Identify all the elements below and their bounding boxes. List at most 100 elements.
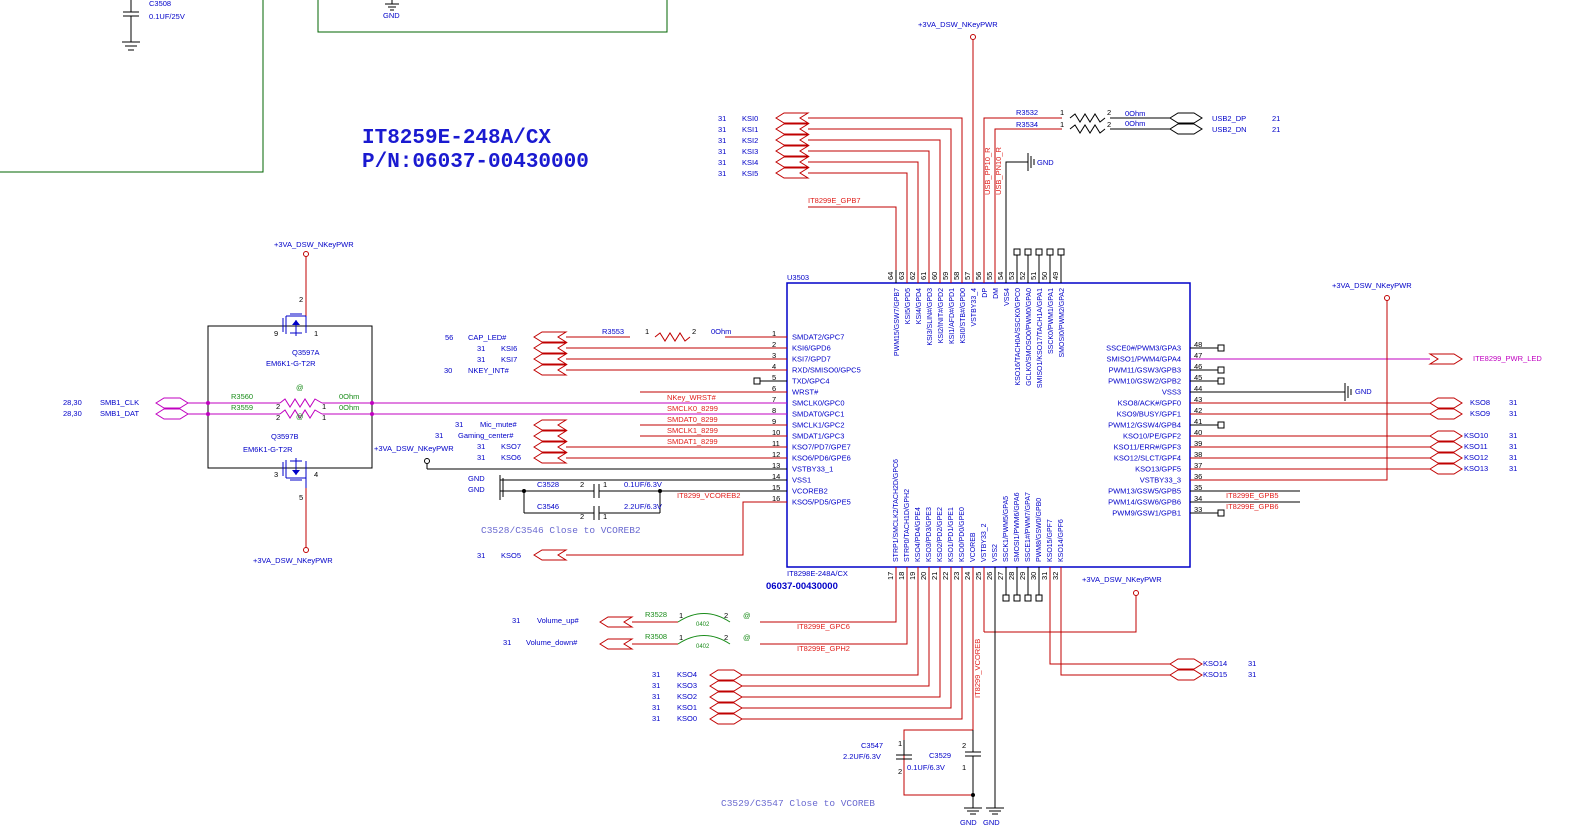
cap-led-label: CAP_LED# [468,333,507,342]
pin-40-number: 40 [1194,428,1202,437]
kso14-connector [1169,658,1203,670]
pin-39-number: 39 [1194,439,1202,448]
qa-pin-top: 2 [299,295,303,304]
pin-63-number: 63 [897,272,906,280]
vcoreb-vcc-label: +3VA_DSW_NKeyPWR [374,444,454,453]
chip-ref: U3503 [787,273,809,282]
pin-54-number: 54 [996,272,1005,280]
pin-42-number: 42 [1194,406,1202,415]
c3547-p2: 2 [898,767,902,776]
pin-35-number: 35 [1194,483,1202,492]
kso10-label: KSO10 [1464,431,1488,440]
c3508-value: 0.1UF/25V [149,12,185,21]
pin-41-name: PWM12/GSW4/GPB4 [1108,421,1181,430]
kso13-sheet: 31 [1509,464,1517,473]
r3528-p1: 1 [679,611,683,620]
pin-15-name: VCOREB2 [792,487,828,496]
qa-ref: Q3597A [292,348,320,357]
pin-26-number: 26 [985,572,994,580]
pin-47-number: 47 [1194,351,1202,360]
kso11-connector [1429,441,1463,453]
usb-dn-connector [1169,123,1203,135]
ksi0-label: KSI0 [742,114,758,123]
r3553-p2: 2 [692,327,696,336]
kso7-label: KSO7 [501,442,521,451]
ksi4-connector [775,156,810,168]
qa-part: EM6K1-G-T2R [266,359,316,368]
c3546-p1: 1 [603,512,607,521]
pin-39-name: KSO11/ERR#/GPF3 [1114,443,1181,452]
pin-36-number: 36 [1194,472,1202,481]
pin-55-number: 55 [985,272,994,280]
vol-up-sheet: 31 [512,616,520,625]
smb1-clk-label: SMB1_CLK [100,398,139,407]
pin-25-number: 25 [974,572,983,580]
kso9-sheet: 31 [1509,409,1517,418]
kso4-sheet: 31 [652,670,660,679]
r3560-ref: R3560 [231,392,253,401]
qb-pin-bot: 5 [299,493,303,502]
pin-33-name: PWM9/GSW1/GPB1 [1112,509,1181,518]
pin-16-number: 16 [772,494,780,503]
ksi2-connector [775,134,810,146]
pin-56-number: 56 [974,272,983,280]
chip-right-pins: 48SSCE0#/PWM3/GPA347SMISO1/PWM4/GPA446PW… [1106,340,1202,518]
pin-2-name: KSI6/GPD6 [792,344,831,353]
c3529-p1: 1 [962,763,966,772]
qa-vcc: +3VA_DSW_NKeyPWR [274,240,354,249]
kso5-label: KSO5 [501,551,521,560]
r3534-p2: 2 [1107,120,1111,129]
pin-51-name: SMISO1/KSO17/TACH1A/GPA1 [1037,288,1044,388]
pin-49-number: 49 [1051,272,1060,280]
usb-dn-label: USB2_DN [1212,125,1247,134]
pin-48-number: 48 [1194,340,1202,349]
r3534-ref: R3534 [1016,120,1038,129]
ksi6-sheet: 31 [477,344,485,353]
r3553-p1: 1 [645,327,649,336]
qa-pin-right: 1 [314,329,318,338]
gaming-center-label: Gaming_center# [458,431,514,440]
c3528-p2: 2 [580,480,584,489]
pin-5-name: TXD/GPC4 [792,377,830,386]
ksi1-sheet: 31 [718,125,726,134]
kso15-label: KSO15 [1203,670,1227,679]
pin-9-name: SMCLK1/GPC2 [792,421,845,430]
ksi3-label: KSI3 [742,147,758,156]
pin-14-number: 14 [772,472,780,481]
cap-led-sheet: 56 [445,333,453,342]
pin-32-name: KSO14/GPF6 [1058,519,1065,562]
pin-52-name: GCLK0/SMOSO0/PWM0/GPA0 [1026,288,1033,386]
pin-2-number: 2 [772,340,776,349]
kso1-label: KSO1 [677,703,697,712]
r3534-value: 0Ohm [1125,119,1145,128]
usb-pp10-net: USB_PP10_R [983,147,992,195]
gph2-net: IT8299E_GPH2 [797,644,850,653]
pin-40-name: KSO10/PE/GPF2 [1123,432,1181,441]
c3529-ref: C3529 [929,751,951,760]
pin-8-name: SMDAT0/GPC1 [792,410,844,419]
r3553-value: 0Ohm [711,327,731,336]
pin-25-name: VSTBY33_2 [981,523,988,562]
pin-38-name: KSO12/SLCT/GPF4 [1114,454,1181,463]
smdat1-net: SMDAT1_8299 [667,437,718,446]
qb-ref: Q3597B [271,432,299,441]
pin-62-number: 62 [908,272,917,280]
vcoreb2-net: IT8299_VCOREB2 [677,491,740,500]
pin-21-number: 21 [930,572,939,580]
ksi3-sheet: 31 [718,147,726,156]
ksi4-label: KSI4 [742,158,758,167]
c3546-ref: C3546 [537,502,559,511]
qb-vcc: +3VA_DSW_NKeyPWR [253,556,333,565]
r3559-value: 0Ohm [339,403,359,412]
pin-22-name: KSO1/PD1/GPE1 [948,507,955,562]
right-vcc-label: +3VA_DSW_NKeyPWR [1332,281,1412,290]
ksi1-connector [775,123,810,135]
pin-47-name: SMISO1/PWM4/GPA4 [1107,355,1181,364]
pin-11-name: KSO7/PD7/GPE7 [792,443,851,452]
smb1-clk-sheet: 28,30 [63,398,82,407]
vcc-top-label: +3VA_DSW_NKeyPWR [918,20,998,29]
pin-58-number: 58 [952,272,961,280]
pin-31-number: 31 [1040,572,1049,580]
